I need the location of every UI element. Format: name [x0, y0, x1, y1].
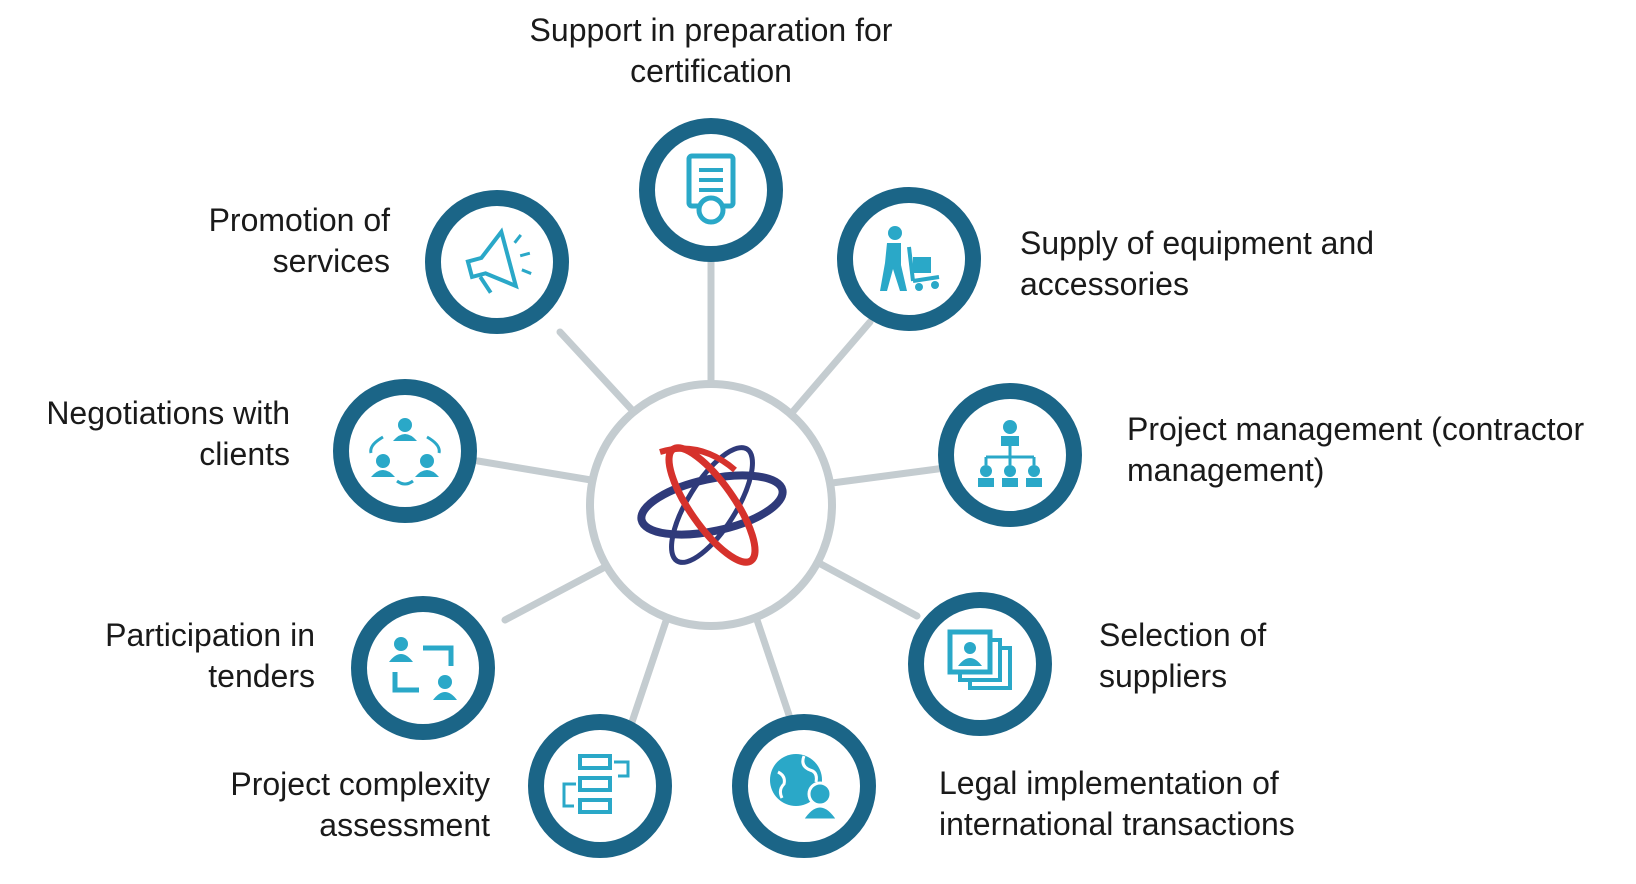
- center-hub: [586, 380, 836, 630]
- team-cycle-icon: [369, 418, 441, 486]
- spokes: [474, 256, 949, 726]
- node-negotiations: [333, 379, 477, 523]
- spoke-suppliers: [813, 558, 921, 620]
- delivery-worker-icon: [880, 226, 940, 291]
- node-ring: [528, 714, 672, 858]
- node-supply: [837, 187, 981, 331]
- spoke-supply: [786, 318, 874, 419]
- org-chart-icon: [978, 420, 1042, 487]
- node-legal: [732, 714, 876, 858]
- node-ring: [425, 190, 569, 334]
- spoke-tenders: [501, 563, 609, 624]
- node-tenders: [351, 596, 495, 740]
- certificate-icon: [686, 153, 736, 225]
- node-ring: [351, 596, 495, 740]
- spoke-legal: [752, 613, 794, 722]
- spoke-complexity: [628, 617, 670, 726]
- spoke-promotion: [556, 328, 637, 415]
- node-project-management: [938, 383, 1082, 527]
- globe-person-icon: [770, 754, 841, 822]
- flowchart-icon: [562, 754, 630, 814]
- spoke-project-management: [828, 464, 949, 487]
- exchange-people-icon: [389, 637, 457, 700]
- spoke-negotiations: [474, 457, 595, 484]
- megaphone-icon: [465, 227, 532, 294]
- node-ring: [333, 379, 477, 523]
- node-promotion: [425, 190, 569, 334]
- node-suppliers: [908, 592, 1052, 736]
- atom-logo-icon: [637, 444, 787, 566]
- node-certification: [639, 118, 783, 262]
- profile-cards-icon: [947, 629, 1012, 690]
- node-complexity: [528, 714, 672, 858]
- nodes-layer: [333, 118, 1082, 858]
